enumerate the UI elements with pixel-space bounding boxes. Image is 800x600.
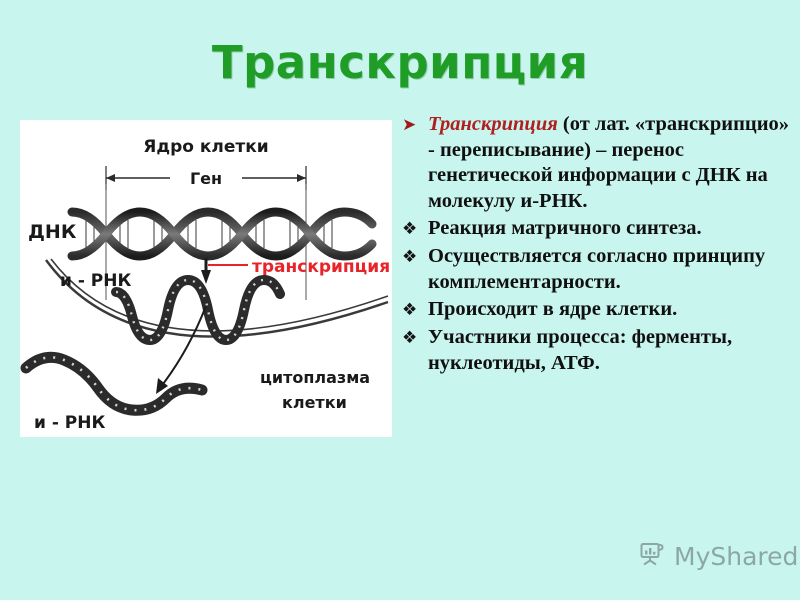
diagram-svg: Ядро клетки Ген ДНК [20,137,390,433]
dna-double-helix [67,207,377,261]
bullet-list: ➤ Транскрипция (от лат. «транскрипцио» -… [402,112,794,378]
presentation-board-icon [638,540,666,573]
label-cytoplasm-line2: клетки [282,393,347,412]
bullet-text-0: Транскрипция (от лат. «транскрипцио» - п… [428,112,794,214]
arrow-bullet-icon: ➤ [402,115,417,135]
watermark-label: MyShared [674,542,799,571]
list-item: ➤ Транскрипция (от лат. «транскрипцио» -… [402,112,794,214]
diamond-bullet-icon: ❖ [402,219,418,239]
diamond-bullet-icon: ❖ [402,328,418,348]
mrna-strand-nucleus [111,274,285,346]
diamond-bullet-icon: ❖ [402,300,418,320]
label-nucleus: Ядро клетки [143,137,268,157]
page-title: Транскрипция [211,36,589,89]
transcription-diagram: Ядро клетки Ген ДНК [20,120,392,437]
label-dna: ДНК [28,221,77,243]
mrna-transport-arrow [156,305,207,394]
bullet-text-2: Осуществляется согласно принципу комплем… [428,245,766,293]
list-item: ❖ Участники процесса: ферменты, нуклеоти… [402,325,794,376]
label-gene: Ген [190,169,222,188]
bullet-text-1: Реакция матричного синтеза. [428,217,702,239]
label-transcription: транскрипция [252,257,390,277]
label-mrna-cytoplasm: и - РНК [34,413,105,433]
list-item: ❖ Происходит в ядре клетки. [402,297,794,323]
mrna-strand-cytoplasm [20,351,208,416]
diamond-bullet-icon: ❖ [402,247,418,267]
bullet-text-4: Участники процесса: ферменты, нуклеотиды… [428,326,733,374]
list-item: ❖ Осуществляется согласно принципу компл… [402,244,794,295]
nuclear-membrane [45,258,389,338]
transcription-callout: транскрипция [201,257,390,284]
bullet-body: (от лат. «транскрипцио» - переписывание)… [428,113,790,212]
label-mrna-nucleus: и - РНК [60,271,131,291]
label-cytoplasm-line1: цитоплазма [260,368,370,387]
bullet-text-3: Происходит в ядре клетки. [428,298,678,320]
bullet-lead-term: Транскрипция [428,113,558,135]
gene-measure: Ген [105,166,307,190]
watermark: MyShared [638,540,798,573]
list-item: ❖ Реакция матричного синтеза. [402,216,794,242]
